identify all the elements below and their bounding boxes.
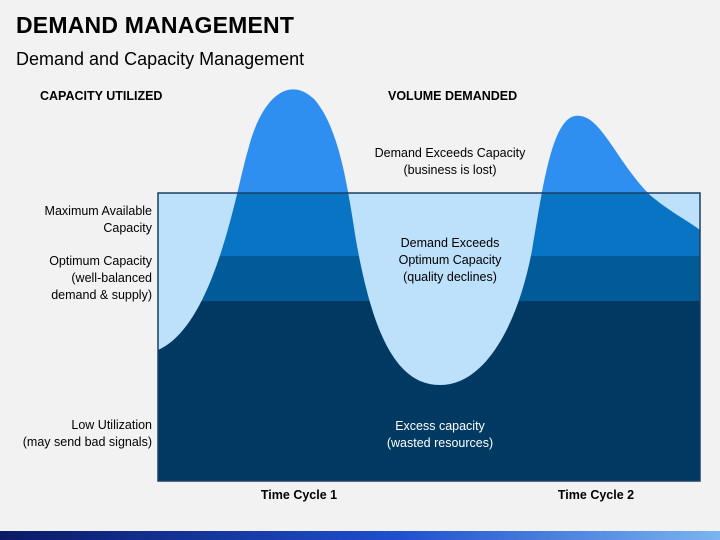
demand-over-capacity-area	[237, 89, 649, 193]
optimum-capacity-label-line2: (well-balanced	[71, 271, 152, 285]
excess-capacity-line2: (wasted resources)	[386, 436, 494, 450]
capacity-utilized-header: CAPACITY UTILIZED	[40, 89, 163, 103]
excess-capacity-label: Excess capacity (wasted resources)	[330, 418, 550, 452]
page-title: DEMAND MANAGEMENT	[16, 12, 295, 38]
demand-exceeds-capacity-line1: Demand Exceeds Capacity	[374, 146, 526, 160]
maximum-capacity-label-line2: Capacity	[103, 221, 152, 235]
excess-capacity-line1: Excess capacity	[395, 419, 485, 433]
low-utilization-label-line2: (may send bad signals)	[22, 435, 152, 449]
optimum-capacity-label-line3: demand & supply)	[51, 288, 152, 302]
demand-exceeds-capacity-label: Demand Exceeds Capacity (business is los…	[340, 145, 560, 179]
demand-exceeds-optimum-line3: (quality declines)	[403, 270, 497, 284]
low-utilization-label-line1: Low Utilization	[71, 418, 152, 432]
optimum-capacity-label: Optimum Capacity (well-balanced demand &…	[2, 253, 152, 304]
demand-exceeds-capacity-line2: (business is lost)	[403, 163, 497, 177]
demand-exceeds-optimum-label: Demand Exceeds Optimum Capacity (quality…	[340, 235, 560, 286]
time-cycle-2-label: Time Cycle 2	[557, 488, 635, 502]
time-cycle-1-label: Time Cycle 1	[260, 488, 338, 502]
optimum-capacity-label-line1: Optimum Capacity	[49, 254, 152, 268]
footer-accent-bar	[0, 531, 720, 540]
demand-exceeds-optimum-line2: Optimum Capacity	[398, 253, 502, 267]
capacity-box-outline	[157, 192, 701, 482]
low-utilization-label: Low Utilization (may send bad signals)	[2, 417, 152, 451]
unused-capacity-area	[158, 193, 700, 481]
maximum-capacity-label: Maximum Available Capacity	[2, 203, 152, 237]
maximum-capacity-label-line1: Maximum Available	[44, 204, 152, 218]
demand-exceeds-optimum-line1: Demand Exceeds	[400, 236, 500, 250]
page-subtitle: Demand and Capacity Management	[16, 49, 305, 69]
volume-demanded-header: VOLUME DEMANDED	[388, 89, 518, 103]
